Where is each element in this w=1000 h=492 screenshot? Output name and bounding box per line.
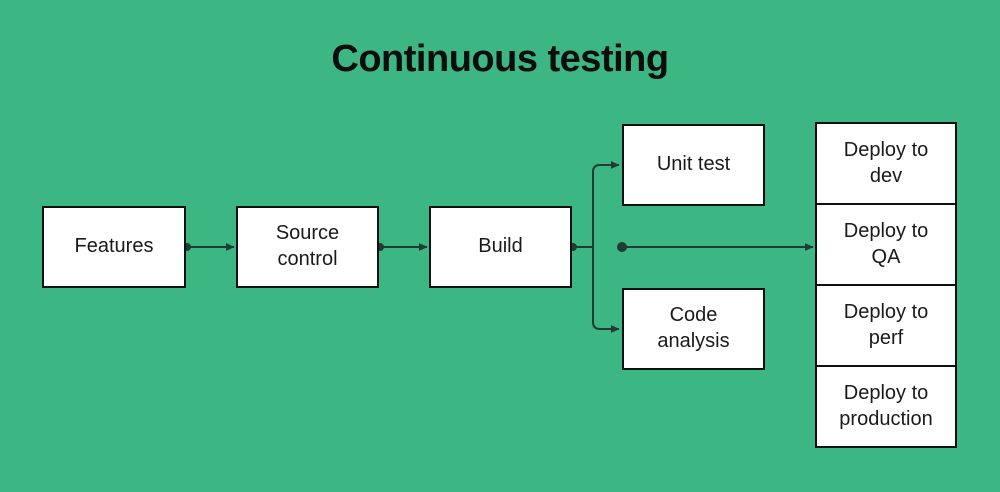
node-build-label: Build — [478, 235, 523, 258]
node-unit-test[interactable]: Unit test — [622, 124, 765, 206]
node-deploy-qa-label: Deploy to QA — [843, 219, 929, 268]
node-source-control[interactable]: Source control — [236, 206, 379, 288]
edge-build-to-branch — [569, 243, 593, 251]
node-deploy-production-label: Deploy to production — [839, 381, 933, 430]
deploy-stack: Deploy to dev Deploy to QA Deploy to per… — [815, 122, 957, 448]
edge-build-to-code-analysis — [592, 247, 620, 333]
edge-features-to-source-control — [183, 243, 235, 251]
node-code-analysis[interactable]: Code analysis — [622, 288, 765, 370]
node-unit-test-label: Unit test — [656, 153, 731, 176]
node-deploy-production[interactable]: Deploy to production — [817, 367, 955, 446]
node-features[interactable]: Features — [42, 206, 186, 288]
edge-branch-to-deploy-qa — [617, 242, 814, 252]
node-deploy-dev-label: Deploy to dev — [843, 138, 929, 187]
edge-build-to-unit-test — [592, 161, 620, 247]
node-deploy-perf[interactable]: Deploy to perf — [817, 286, 955, 367]
page-title: Continuous testing — [331, 38, 669, 80]
node-deploy-qa[interactable]: Deploy to QA — [817, 205, 955, 286]
node-build[interactable]: Build — [429, 206, 572, 288]
node-source-control-label: Source control — [275, 222, 340, 270]
edge-source-control-to-build — [376, 243, 428, 251]
node-deploy-dev[interactable]: Deploy to dev — [817, 124, 955, 205]
node-deploy-perf-label: Deploy to perf — [843, 300, 929, 349]
node-code-analysis-label: Code analysis — [657, 304, 730, 352]
node-features-label: Features — [74, 235, 154, 258]
